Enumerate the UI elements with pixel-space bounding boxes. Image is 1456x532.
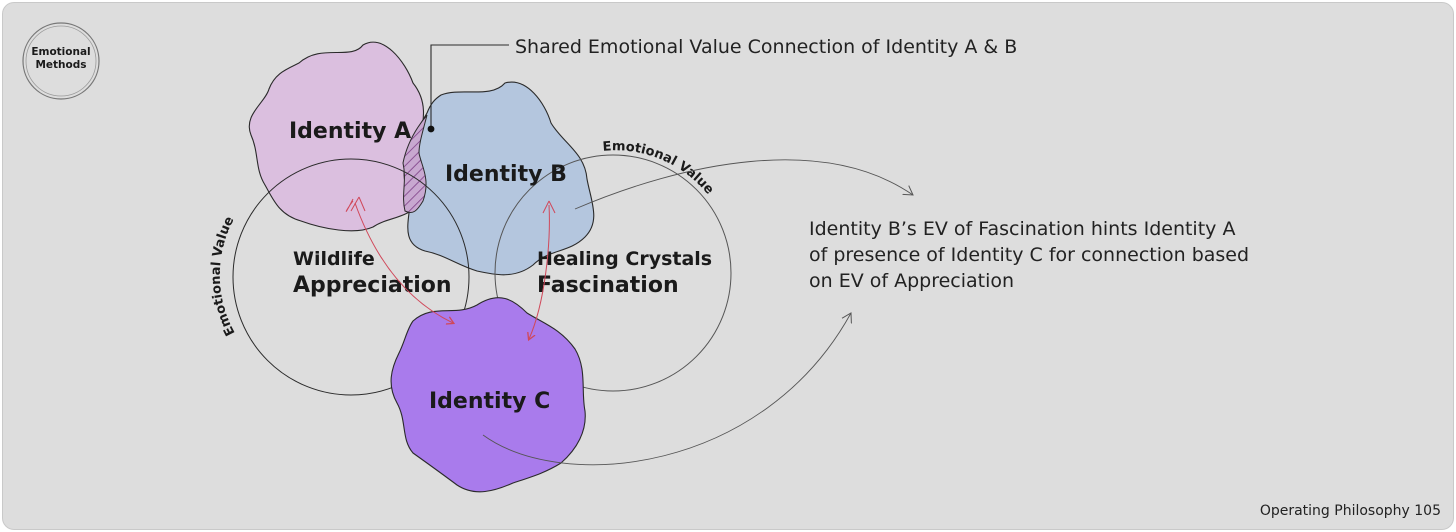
callout-leader-line xyxy=(430,44,509,127)
identity-c-blob xyxy=(390,297,586,493)
footer-caption: Operating Philosophy 105 xyxy=(1259,503,1441,519)
identity-venn-diagram: Emotional Methods Emotional Value Emotio… xyxy=(22,22,1249,493)
emotional-methods-logo: Emotional Methods xyxy=(22,22,100,100)
red-arrow-tail-right xyxy=(542,200,556,214)
description-line-3: on EV of Appreciation xyxy=(809,270,1014,292)
identity-b-label: Identity B xyxy=(445,162,567,187)
left-emotional-value-circle xyxy=(232,158,470,396)
red-arrow-b-to-c xyxy=(529,204,550,339)
red-arrow-a-to-c xyxy=(345,198,453,323)
description-line-1: Identity B’s EV of Fascination hints Ide… xyxy=(809,218,1235,240)
identity-a-label: Identity A xyxy=(289,119,411,144)
shared-connection-callout: Shared Emotional Value Connection of Ide… xyxy=(515,36,1017,58)
gray-arrow-to-identity-c xyxy=(482,313,851,466)
shared-overlap-region xyxy=(402,114,428,214)
right-circle-label-path: Emotional Value xyxy=(602,139,717,197)
callout-leader-dot xyxy=(427,125,435,133)
description-line-2: of presence of Identity C for connection… xyxy=(809,244,1249,266)
identity-a-blob xyxy=(248,41,427,232)
identity-c-label: Identity C xyxy=(429,389,550,414)
logo-line-2: Methods xyxy=(35,59,86,71)
left-circle-label: Emotional Value xyxy=(209,214,239,338)
red-arrow-tail-left xyxy=(350,196,366,212)
healing-crystals-label: Healing Crystals xyxy=(537,248,712,270)
fascination-label: Fascination xyxy=(537,273,679,298)
wildlife-label: Wildlife xyxy=(293,248,375,270)
appreciation-label: Appreciation xyxy=(293,273,452,298)
right-circle-label: Emotional Value xyxy=(602,139,717,197)
left-circle-label-path: Emotional Value xyxy=(209,214,239,338)
logo-line-1: Emotional xyxy=(31,46,90,58)
right-emotional-value-circle xyxy=(494,154,732,392)
gray-arrow-to-description xyxy=(574,159,913,210)
